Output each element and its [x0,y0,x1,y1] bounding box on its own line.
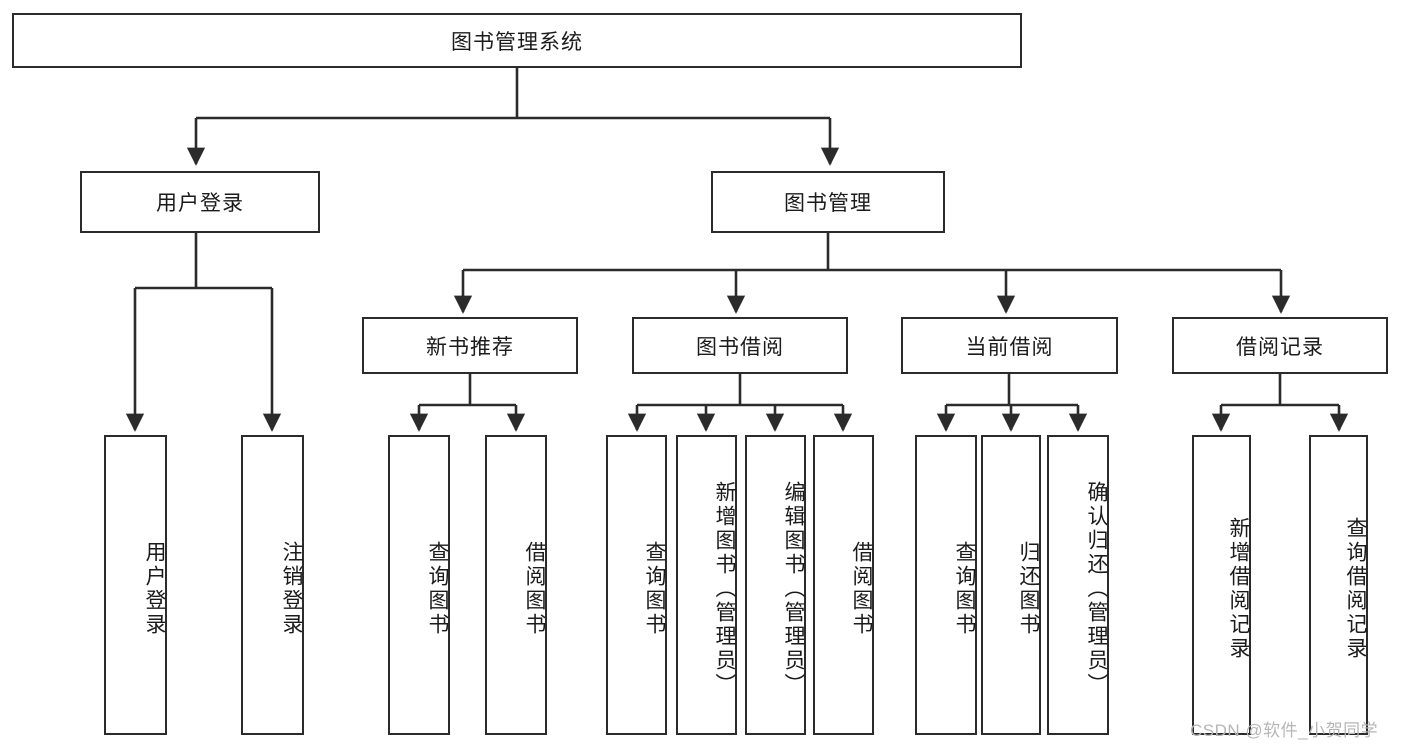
leaf-label: 借阅图书 [523,541,546,637]
leaf-user-login-login[interactable]: 用户登录 [104,435,167,735]
node-book-management[interactable]: 图书管理 [711,171,945,233]
leaf-borrow-edit-book[interactable]: 编辑图书（管理员） [745,435,806,735]
leaf-label: 查询图书 [426,541,449,637]
leaf-current-confirm-return[interactable]: 确认归还（管理员） [1047,435,1109,735]
leaf-label: 借阅图书 [850,541,873,637]
leaf-recommend-borrow-book[interactable]: 借阅图书 [485,435,547,735]
node-borrow-record[interactable]: 借阅记录 [1172,317,1388,374]
node-new-book-recommend[interactable]: 新书推荐 [362,317,578,374]
leaf-label: 查询图书 [953,541,976,637]
node-root[interactable]: 图书管理系统 [12,13,1022,68]
leaf-label: 用户登录 [143,541,166,637]
node-current-borrow-label: 当前借阅 [965,335,1054,359]
leaf-label: 确认归还（管理员） [1085,481,1108,697]
watermark-text: CSDN @软件_小贺同学 [1190,721,1379,740]
watermark: CSDN @软件_小贺同学 [1190,716,1378,741]
leaf-current-return-book[interactable]: 归还图书 [981,435,1041,735]
leaf-label: 查询图书 [643,541,666,637]
node-book-management-label: 图书管理 [784,192,872,215]
node-user-login-label: 用户登录 [156,192,244,215]
leaf-label: 新增图书（管理员） [713,481,736,697]
leaf-label: 查询借阅记录 [1344,517,1367,661]
node-book-borrow[interactable]: 图书借阅 [632,317,848,374]
leaf-label: 注销登录 [280,541,303,637]
node-user-login[interactable]: 用户登录 [80,171,320,233]
leaf-current-query-book[interactable]: 查询图书 [915,435,977,735]
leaf-label: 编辑图书（管理员） [782,481,805,697]
leaf-label: 归还图书 [1017,541,1040,637]
node-root-label: 图书管理系统 [451,30,583,54]
leaf-borrow-query-book[interactable]: 查询图书 [606,435,667,735]
node-borrow-record-label: 借阅记录 [1236,335,1324,359]
leaf-label: 新增借阅记录 [1227,517,1250,661]
node-book-borrow-label: 图书借阅 [696,335,784,359]
node-new-book-recommend-label: 新书推荐 [426,335,514,359]
leaf-borrow-borrow-book[interactable]: 借阅图书 [813,435,874,735]
leaf-borrow-add-book[interactable]: 新增图书（管理员） [676,435,737,735]
leaf-record-add-record[interactable]: 新增借阅记录 [1192,435,1251,735]
leaf-user-login-logout[interactable]: 注销登录 [241,435,304,735]
node-current-borrow[interactable]: 当前借阅 [901,317,1118,374]
leaf-recommend-query-book[interactable]: 查询图书 [388,435,450,735]
leaf-record-query-record[interactable]: 查询借阅记录 [1309,435,1368,735]
